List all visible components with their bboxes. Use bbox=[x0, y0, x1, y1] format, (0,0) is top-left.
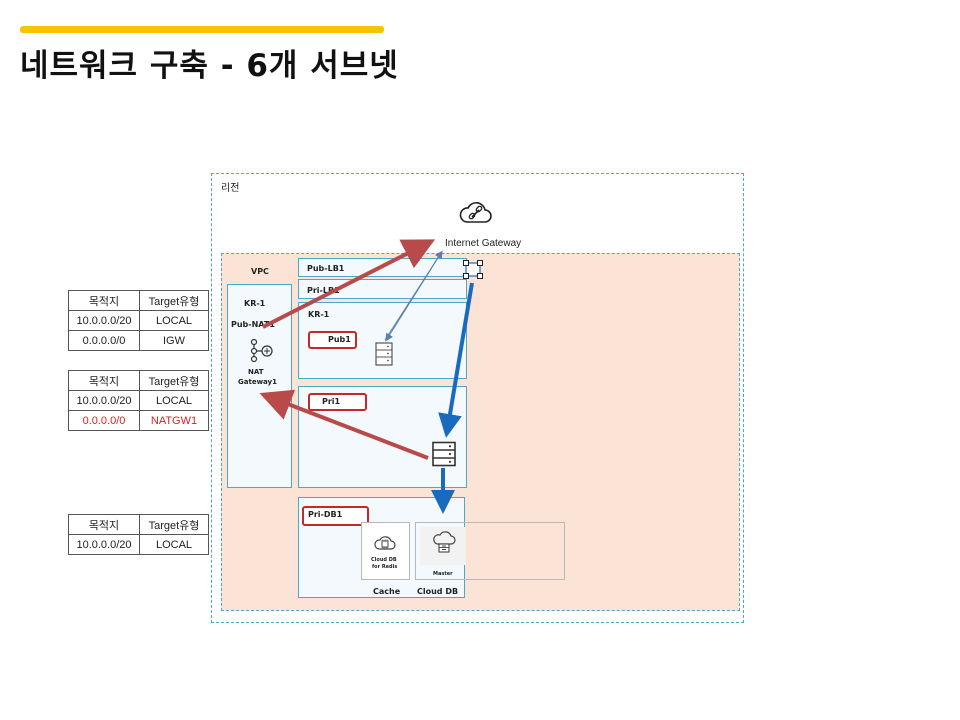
redis-card bbox=[361, 522, 410, 580]
router-icon bbox=[463, 260, 483, 279]
cache-label: Cache bbox=[373, 587, 401, 596]
redis-label-line2: for Redis bbox=[372, 564, 398, 570]
subnet-label-pub1: Pub1 bbox=[308, 331, 357, 349]
redis-icon bbox=[374, 536, 396, 550]
table-cell: 10.0.0.0/20 bbox=[68, 390, 140, 411]
column-header: Target유형 bbox=[139, 370, 209, 391]
region-boundary bbox=[211, 173, 744, 623]
nat-gateway-icon bbox=[250, 338, 273, 363]
table-cell: LOCAL bbox=[139, 534, 209, 555]
arrow-lb-to-server bbox=[438, 282, 474, 438]
internet-gateway-label: Internet Gateway bbox=[440, 236, 527, 251]
column-header: Target유형 bbox=[139, 290, 209, 311]
table-cell: 0.0.0.0/0 bbox=[68, 330, 140, 351]
cloud-db-group bbox=[415, 522, 565, 580]
vpc-label: VPC bbox=[251, 267, 269, 276]
subnet-pri-lb1 bbox=[298, 279, 467, 299]
subnet-label-pri-lb1: Pri-LB1 bbox=[307, 286, 340, 295]
zone-label: KR-1 bbox=[308, 310, 330, 319]
subnet-label-pri1: Pri1 bbox=[308, 393, 367, 411]
nat-gateway-label-line1: NAT bbox=[248, 368, 264, 376]
subnet-label-pub-lb1: Pub-LB1 bbox=[307, 264, 345, 273]
table-cell: 10.0.0.0/20 bbox=[68, 534, 140, 555]
arrow-nat-to-igw bbox=[262, 239, 436, 329]
arrow-pri-to-nat bbox=[259, 389, 429, 460]
title-accent-bar bbox=[20, 26, 384, 33]
redis-label-line1: Cloud DB bbox=[371, 557, 397, 563]
nat-gateway-label-line2: Gateway1 bbox=[238, 378, 277, 386]
zone-label: KR-1 bbox=[244, 299, 266, 308]
arrow-igw-to-pub bbox=[385, 252, 442, 342]
table-cell: IGW bbox=[139, 330, 209, 351]
cloud-link-icon bbox=[459, 202, 492, 223]
table-cell: NATGW1 bbox=[139, 410, 209, 431]
subnet-label-pub-nat1: Pub-NAT1 bbox=[231, 320, 275, 329]
database-icon bbox=[433, 531, 456, 553]
server-icon bbox=[375, 342, 393, 366]
master-label: Master bbox=[433, 571, 453, 577]
table-cell: LOCAL bbox=[139, 390, 209, 411]
server-icon bbox=[432, 441, 456, 467]
cloud-db-label: Cloud DB bbox=[417, 587, 459, 596]
subnet-label-pri-db1: Pri-DB1 bbox=[302, 506, 369, 526]
region-label: 리전 bbox=[221, 183, 240, 194]
page-title: 네트워크 구축 - 6개 서브넷 bbox=[20, 48, 399, 84]
